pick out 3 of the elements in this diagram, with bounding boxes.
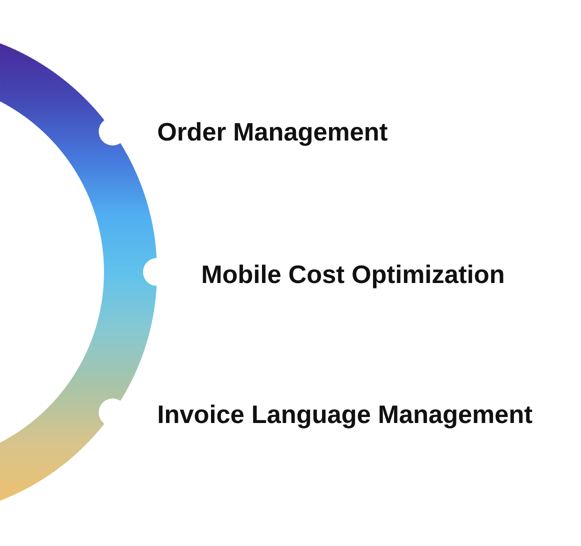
item-label: Invoice Language Management [158,404,532,428]
item-label: Order Management [158,122,388,146]
item-label: Mobile Cost Optimization [202,264,504,288]
